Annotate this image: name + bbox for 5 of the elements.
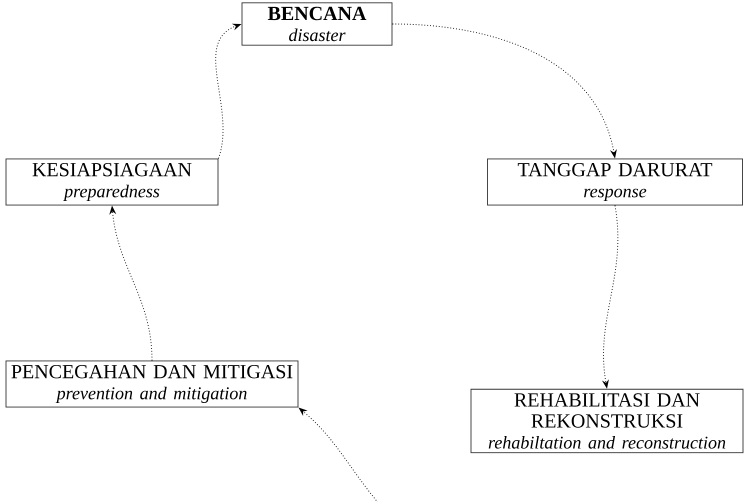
stage-box: PENCEGAHAN DAN MITIGASI prevention and mitigation — [6, 360, 298, 408]
stage-box: REHABILITASI DAN REKONSTRUKSI rehabiltation and reconstruction — [470, 388, 744, 454]
stage-box: KESIAPSIAGAAN preparedness — [6, 158, 218, 206]
stage-box: TANGGAP DARURAT response — [487, 158, 743, 206]
stage-box: BENCANA disaster — [242, 2, 392, 46]
